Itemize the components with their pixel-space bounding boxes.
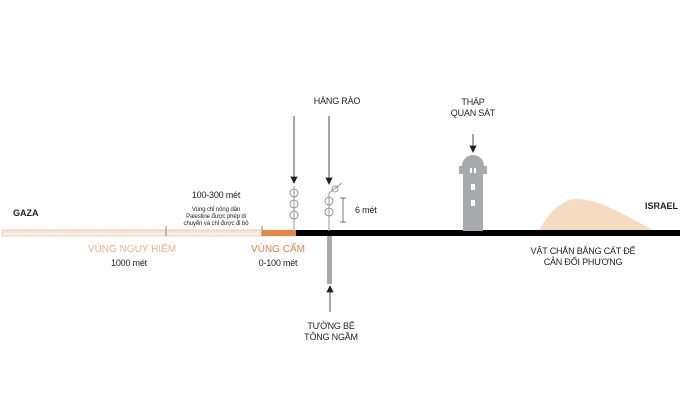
watchtower-windows — [470, 168, 476, 206]
arrow-to-tower — [469, 134, 477, 153]
forbidden-zone-label: VÙNG CẤM — [251, 244, 305, 255]
fence-coils-2 — [324, 185, 339, 217]
danger-zone-width: 1000 mét — [111, 258, 147, 268]
underground-wall-label-line-1: TƯỜNG BÊ — [307, 321, 355, 331]
sand-barrier-label-line-1: VẬT CHẮN BẰNG CÁT ĐỂ — [530, 246, 636, 256]
danger-zone-label: VÙNG NGUY HIỂM — [87, 244, 177, 255]
sand-barrier — [538, 199, 656, 232]
fence-label: HÀNG RÀO — [313, 96, 361, 106]
tower-label-line-1: THÁP — [461, 97, 485, 107]
danger-zone-ticks — [3, 230, 260, 233]
gaza-label: GAZA — [13, 208, 39, 218]
underground-wall-label-line-2: TÔNG NGẦM — [304, 332, 358, 342]
arrow-to-wall — [326, 285, 334, 312]
fence-height: 6 mét — [355, 205, 377, 215]
underground-wall — [327, 236, 332, 284]
tower-label: THÁP QUAN SÁT — [450, 97, 496, 119]
forbidden-zone-width: 0-100 mét — [258, 258, 298, 268]
forbidden-zone-strip — [262, 230, 296, 236]
sand-barrier-label-line-2: CẢN ĐỐI PHƯƠNG — [543, 257, 623, 267]
fence-arm — [328, 182, 343, 194]
watchtower — [459, 155, 487, 231]
arrow-to-fence-2 — [325, 116, 333, 185]
tower-label-line-2: QUAN SÁT — [450, 108, 496, 118]
danger-zone-strip — [1, 229, 264, 237]
inner-zone-note-line-3: chuyển và chỉ được đi bộ — [183, 221, 249, 227]
inner-zone-note-line-2: Palestine được phép di — [186, 214, 246, 220]
sand-barrier-label: VẬT CHẮN BẰNG CÁT ĐỂ CẢN ĐỐI PHƯƠNG — [531, 246, 636, 268]
inner-zone-range: 100-300 mét — [191, 190, 241, 200]
height-bracket — [340, 197, 346, 223]
underground-wall-label: TƯỜNG BÊ TÔNG NGẦM — [304, 321, 358, 343]
israel-label: ISRAEL — [645, 201, 679, 211]
ground-line — [296, 230, 680, 236]
inner-zone-note: Vùng chỉ nông dân Palestine được phép di… — [184, 207, 249, 228]
arrow-to-fence-1 — [290, 116, 298, 184]
fence-coils-1 — [289, 188, 299, 220]
inner-zone-note-line-1: Vùng chỉ nông dân — [191, 207, 241, 213]
